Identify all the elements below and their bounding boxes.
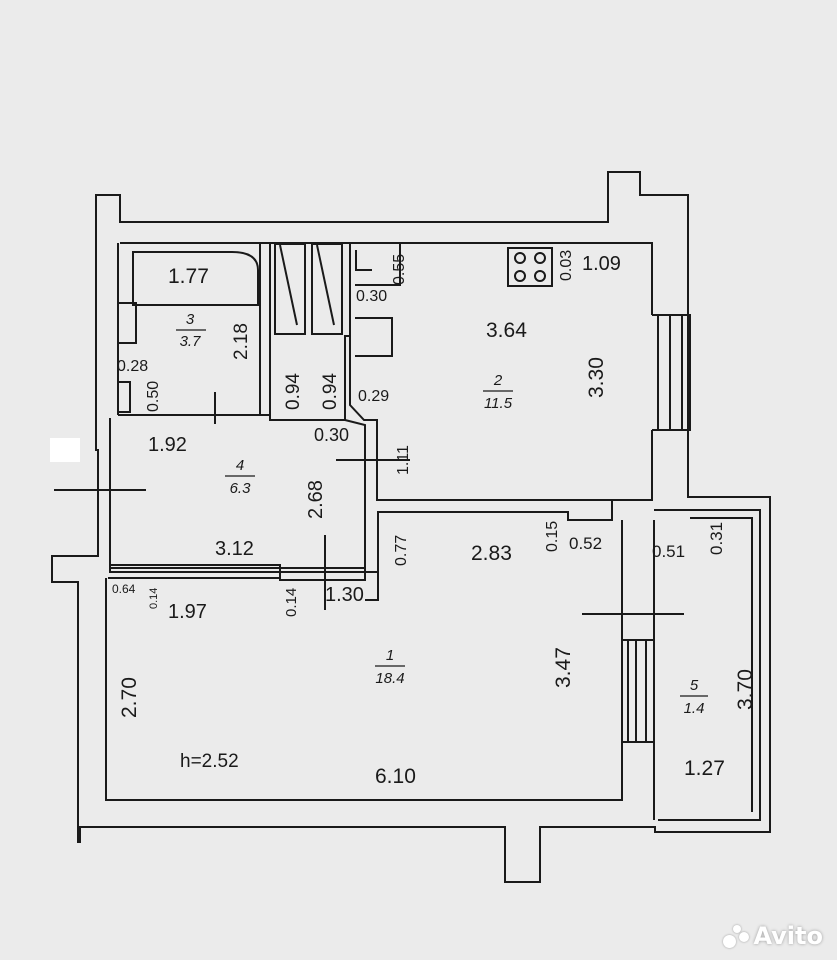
room-2-area: 11.5	[484, 395, 513, 412]
outer-wall	[51, 171, 771, 883]
dim-kitchen-width: 3.64	[486, 319, 527, 342]
kitchen-window	[652, 314, 691, 431]
ceiling-height: h=2.52	[180, 751, 239, 772]
stove	[507, 247, 553, 287]
avito-watermark: Avito	[723, 922, 823, 950]
room-5-area: 1.4	[684, 700, 705, 717]
room-5-number: 5	[690, 677, 699, 694]
dim-living-small-d: 0.14	[283, 588, 300, 617]
hall-walls	[109, 418, 366, 581]
dim-living-small-c: 1.97	[168, 601, 207, 623]
dim-wardrobe-b: 0.94	[320, 373, 341, 410]
room-3-area: 3.7	[180, 333, 202, 350]
dim-balcony-a: 0.51	[652, 542, 685, 561]
dim-living-top-width: 2.83	[471, 542, 512, 565]
avito-logo-icon	[723, 923, 750, 949]
living-window	[622, 639, 655, 743]
dim-hall-width: 1.92	[148, 434, 187, 456]
dim-kitchen-side-c: 1.11	[395, 445, 412, 475]
dim-hall-bottom: 3.12	[215, 538, 254, 560]
dim-hall-depth: 2.68	[305, 480, 327, 519]
kitchen-walls	[349, 243, 652, 501]
dim-bath-depth: 2.18	[231, 323, 252, 360]
section-marks	[54, 392, 684, 615]
room-2-number: 2	[493, 372, 503, 389]
dim-living-small-b: 0.14	[148, 588, 160, 609]
redaction-mark	[50, 438, 80, 462]
room-4-area: 6.3	[230, 480, 252, 497]
dim-kitchen-top-c: 0.03	[558, 250, 575, 281]
dim-kitchen-top-d: 1.09	[582, 253, 621, 275]
dim-kitchen-top-a: 0.55	[391, 254, 408, 285]
dim-living-bottom: 6.10	[375, 765, 416, 788]
room-1-area: 18.4	[375, 670, 404, 687]
dim-wardrobe-a: 0.94	[283, 373, 304, 410]
kitchen-fixture	[355, 250, 393, 357]
dim-living-right: 3.47	[552, 647, 575, 688]
balcony	[653, 509, 761, 821]
watermark-text: Avito	[753, 922, 823, 950]
dim-bath-small-a: 0.28	[117, 358, 148, 375]
dim-living-top-c: 0.52	[569, 534, 602, 553]
dim-living-top-a: 0.77	[393, 535, 410, 566]
room-4-number: 4	[236, 457, 244, 474]
dim-living-top-b: 0.15	[544, 521, 561, 552]
dim-living-left: 2.70	[118, 677, 141, 718]
bathtub	[132, 251, 259, 306]
sink	[117, 302, 137, 344]
dim-balcony-width: 1.27	[684, 757, 725, 780]
living-top-wall	[365, 512, 379, 601]
dim-balcony-length: 3.70	[734, 669, 757, 710]
dim-kitchen-top-b: 0.30	[356, 288, 387, 305]
room-1-number: 1	[386, 647, 394, 664]
dim-bath-small-b: 0.50	[145, 381, 162, 412]
dim-living-small-e: 1.30	[325, 584, 364, 606]
dim-living-small-a: 0.64	[112, 582, 136, 596]
dim-kitchen-side-a: 0.29	[358, 388, 389, 405]
wardrobe-cabinets	[274, 243, 343, 335]
room-3-number: 3	[186, 311, 195, 328]
dim-bath-length: 1.77	[168, 265, 209, 288]
dim-kitchen-side-b: 0.30	[314, 425, 349, 445]
dim-balcony-b: 0.31	[707, 522, 726, 555]
dim-kitchen-depth: 3.30	[585, 357, 608, 398]
inner-wall-outline	[105, 242, 653, 801]
bath-fixture	[117, 381, 131, 413]
